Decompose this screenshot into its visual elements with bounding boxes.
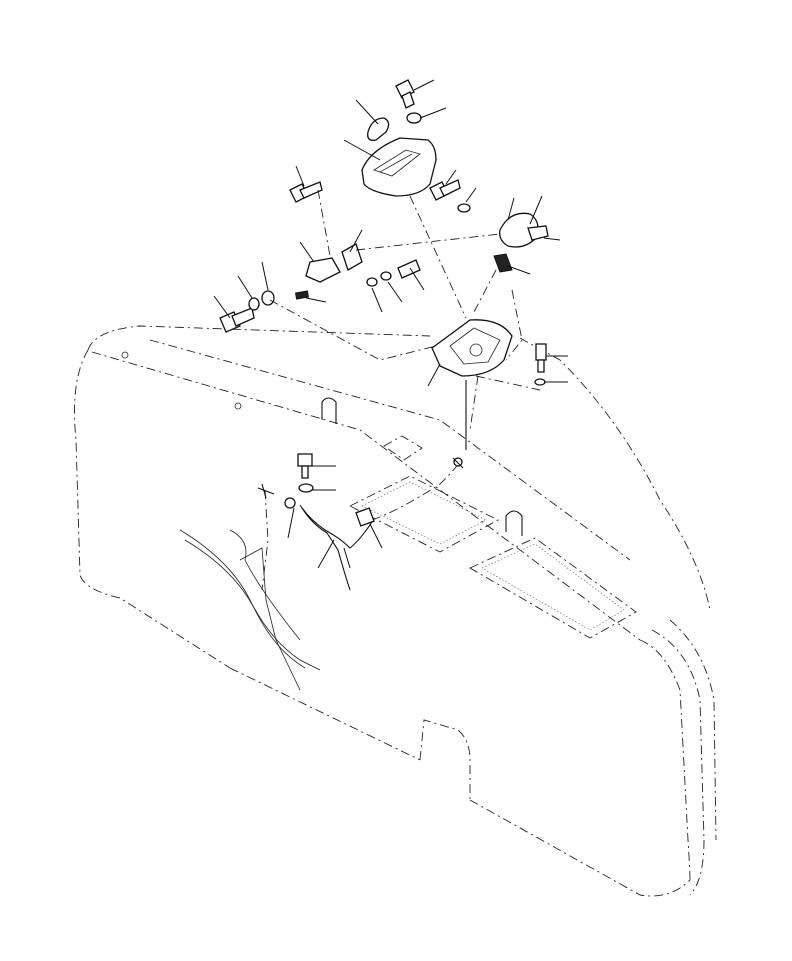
bolt-lower-left xyxy=(219,307,255,333)
counterweight-body xyxy=(74,325,717,897)
callout-leaders xyxy=(213,79,568,569)
beacon-lamp xyxy=(493,212,549,273)
washer-right xyxy=(534,378,546,386)
washer-b xyxy=(380,271,392,281)
handle-grip xyxy=(367,117,390,141)
washer-lower xyxy=(298,483,314,493)
washer-mid xyxy=(457,203,471,213)
mount-bracket xyxy=(294,243,363,300)
stud xyxy=(397,259,421,279)
spacer-lower-left xyxy=(261,290,275,306)
washer-lower-left xyxy=(248,297,260,311)
washer-a xyxy=(366,277,378,287)
bolt-left xyxy=(289,181,323,203)
bolt-top xyxy=(395,79,415,109)
lamp-cover xyxy=(361,137,437,197)
wiring-harness xyxy=(257,380,467,591)
bolt-right xyxy=(535,343,547,373)
bolt-lower xyxy=(297,453,313,479)
parts xyxy=(219,79,549,493)
guide-lines xyxy=(269,189,541,431)
lamp-base xyxy=(431,319,513,377)
bolt-mid xyxy=(429,179,461,201)
washer-top xyxy=(406,112,422,124)
